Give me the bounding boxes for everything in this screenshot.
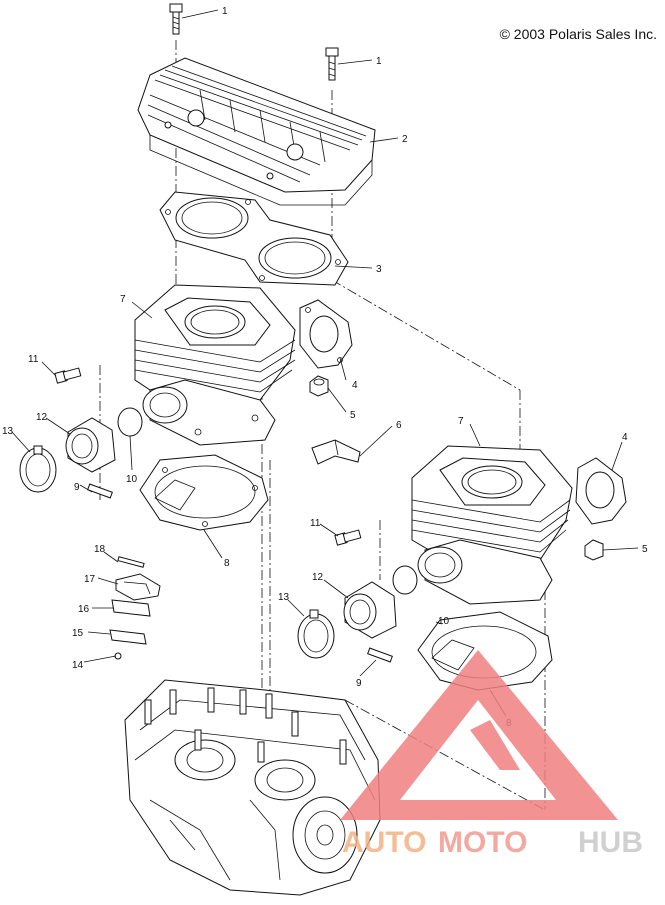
callout-15: 15 — [72, 628, 84, 639]
stud-left — [87, 483, 113, 499]
oring-left — [117, 407, 143, 437]
base-gasket-left — [139, 454, 269, 531]
watermark-triangle-icon — [340, 650, 618, 820]
callout-14: 14 — [72, 660, 84, 671]
callout-10-right: 10 — [438, 616, 450, 627]
reed-valve-parts — [109, 556, 161, 660]
callout-17: 17 — [84, 574, 96, 585]
copyright-notice: © 2003 Polaris Sales Inc. — [499, 26, 657, 42]
callout-6: 6 — [396, 420, 402, 431]
callout-9-right: 9 — [356, 678, 362, 689]
callout-13-right: 13 — [278, 592, 290, 603]
nut-left — [309, 375, 329, 397]
clamp-right — [297, 609, 335, 659]
exhaust-gasket-right — [575, 457, 627, 525]
callout-1-top: 1 — [222, 6, 228, 17]
callout-9-left: 9 — [74, 482, 80, 493]
callout-7-right: 7 — [458, 416, 464, 427]
watermark-text-auto: AUTO — [342, 826, 426, 859]
callout-10-left: 10 — [126, 474, 138, 485]
callout-13-left: 13 — [2, 426, 14, 437]
callout-18: 18 — [94, 544, 106, 555]
callout-3: 3 — [376, 264, 382, 275]
intake-boot-right — [343, 581, 397, 639]
watermark-text-hub: HUB — [578, 826, 643, 859]
callout-2: 2 — [402, 134, 408, 145]
stud-right — [367, 647, 393, 663]
callout-8-left: 8 — [224, 558, 230, 569]
cylinder-right — [411, 445, 573, 605]
callout-5-left: 5 — [350, 410, 356, 421]
leader-lines — [11, 9, 639, 717]
oring-right — [392, 565, 418, 595]
callout-12-right: 12 — [312, 572, 324, 583]
callout-5-right: 5 — [642, 544, 648, 555]
bracket — [311, 439, 361, 465]
callout-7-left: 7 — [120, 294, 126, 305]
exhaust-gasket-left — [299, 299, 353, 369]
callout-labels: 1 1 2 3 7 4 11 5 12 13 10 6 7 4 9 8 11 5… — [2, 6, 648, 729]
watermark-logo: AUTO MOTO HUB — [340, 650, 643, 859]
callout-12-left: 12 — [36, 412, 48, 423]
screw-left — [54, 367, 82, 384]
callout-4-right: 4 — [622, 432, 628, 443]
callout-4-left: 4 — [352, 380, 358, 391]
cylinder-head — [137, 57, 376, 206]
intake-boot-left — [65, 417, 116, 473]
callout-11-right: 11 — [310, 518, 321, 529]
nut-right — [584, 539, 604, 561]
crankcase — [124, 679, 381, 896]
clamp-left — [19, 445, 57, 493]
head-gasket — [159, 191, 349, 286]
cylinder-left — [134, 284, 296, 446]
callout-16: 16 — [78, 604, 90, 615]
watermark-text-moto: MOTO — [438, 826, 527, 859]
head-bolt-right — [325, 47, 339, 81]
head-bolt-left — [169, 3, 183, 35]
callout-11-left: 11 — [28, 354, 39, 365]
watermark-inner-mark-icon — [470, 720, 520, 770]
callout-1-right: 1 — [376, 56, 382, 67]
screw-right — [334, 529, 362, 546]
